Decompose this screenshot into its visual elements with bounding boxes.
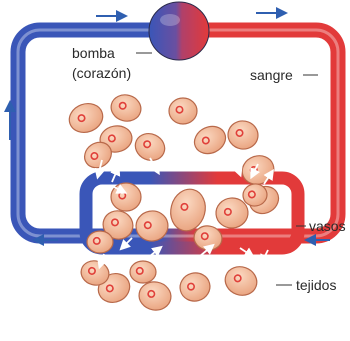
pump-label: bomba [72, 45, 115, 61]
tissue-cell [215, 197, 249, 230]
pump-sublabel: (corazón) [72, 65, 131, 81]
tissue-cell [87, 231, 113, 253]
tissue-cell [190, 121, 230, 158]
tissue-cell [169, 98, 197, 124]
vessels-label: vasos [309, 218, 346, 234]
tissue-cell [177, 270, 213, 305]
tissues-label: tejidos [296, 277, 336, 293]
heart-pump [149, 2, 209, 60]
tissue-cell [226, 119, 260, 152]
tissue-cell [108, 92, 144, 125]
tissue-cell [137, 279, 173, 312]
tissue-cell [65, 99, 107, 137]
blood-label: sangre [250, 67, 293, 83]
tissue-cell [221, 262, 261, 299]
tissue-cells [65, 92, 283, 313]
tissue-cell [130, 261, 156, 283]
